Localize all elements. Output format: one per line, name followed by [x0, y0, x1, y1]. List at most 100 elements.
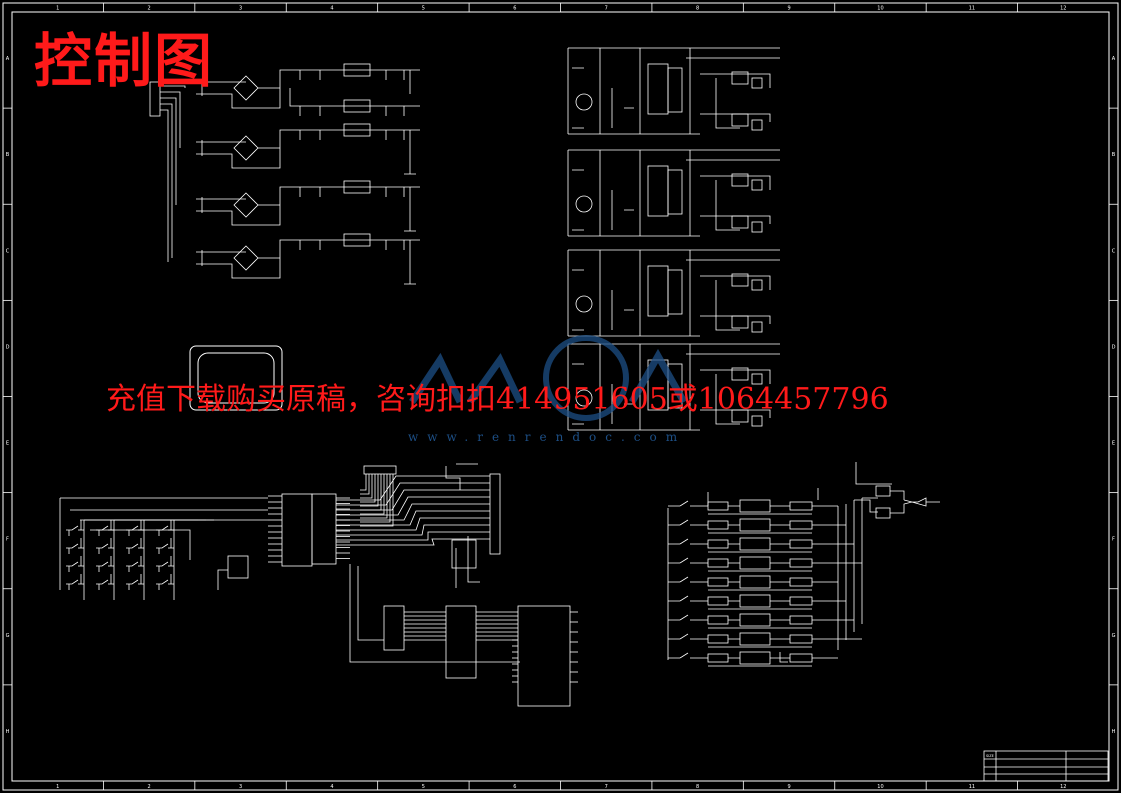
tick-label-top: 11	[969, 6, 975, 12]
h-bridge-chip	[647, 165, 669, 217]
keypad-key	[96, 520, 114, 536]
transformer	[196, 197, 208, 213]
tick-label-bottom: 2	[148, 784, 151, 790]
tick-label-right: G	[1112, 633, 1116, 639]
motor-driver-block	[567, 149, 780, 237]
led	[751, 119, 763, 131]
power-supply-row	[196, 180, 420, 232]
optocoupler	[731, 215, 749, 229]
keypad-key	[96, 538, 114, 554]
optocoupler	[739, 499, 771, 513]
keypad-key	[66, 538, 84, 554]
motor-driver-block	[567, 343, 780, 431]
tick-label-top: 8	[696, 6, 699, 12]
keypad-key	[156, 574, 174, 590]
power-connector	[149, 81, 161, 117]
motor-driver-block	[567, 47, 780, 135]
driver-chip	[667, 169, 683, 215]
led	[751, 415, 763, 427]
tick-label-left: D	[6, 344, 10, 350]
bridge-rectifier	[233, 135, 259, 161]
tick-label-top: 4	[330, 6, 333, 12]
tick-label-top: 5	[422, 6, 425, 12]
eeprom-chip	[383, 605, 405, 651]
tick-label-right: E	[1112, 441, 1115, 447]
bus-wire	[336, 538, 490, 546]
tick-label-left: G	[6, 633, 10, 639]
optocoupler	[739, 556, 771, 570]
optocoupler	[731, 367, 749, 381]
tick-label-bottom: 4	[330, 784, 333, 790]
keypad-key	[66, 556, 84, 572]
optocoupler	[731, 173, 749, 187]
watermark-logo	[409, 335, 688, 421]
keypad-key	[126, 520, 144, 536]
mcu-chip	[281, 493, 313, 567]
tick-label-right: B	[1112, 152, 1116, 158]
optocoupler-row	[668, 556, 862, 572]
title-block	[983, 750, 1109, 782]
tick-label-bottom: 6	[513, 784, 516, 790]
optocoupler	[731, 409, 749, 423]
optocoupler	[731, 273, 749, 287]
optocoupler	[739, 575, 771, 589]
power-supply-row	[196, 233, 420, 285]
resistor	[789, 520, 813, 530]
tick-label-left: H	[6, 729, 10, 735]
bridge-rectifier	[233, 75, 259, 101]
driver-chip	[667, 67, 683, 113]
optocoupler-row	[668, 632, 862, 648]
header-wire	[360, 474, 379, 507]
resistor	[707, 577, 729, 587]
motor-symbol	[575, 389, 593, 407]
optocoupler-row	[668, 613, 854, 629]
power-supply-section	[149, 63, 420, 285]
keypad-key	[156, 556, 174, 572]
optocoupler	[739, 632, 771, 646]
regulator	[343, 233, 371, 247]
tick-label-bottom: 1	[56, 784, 59, 790]
bus-wire	[336, 503, 490, 521]
tick-label-bottom: 5	[422, 784, 425, 790]
optocoupler	[731, 71, 749, 85]
optocoupler	[739, 651, 771, 665]
led	[751, 279, 763, 291]
decoder-chip	[445, 605, 477, 679]
keypad-key	[66, 520, 84, 536]
tick-label-right: H	[1112, 729, 1116, 735]
tick-label-right: C	[1112, 248, 1116, 254]
header-wire	[360, 474, 385, 515]
header-wire	[360, 474, 367, 491]
keypad-key	[126, 556, 144, 572]
tick-label-bottom: 12	[1060, 784, 1066, 790]
tick-label-left: A	[6, 56, 10, 62]
tick-label-left: B	[6, 152, 10, 158]
header-wire	[360, 474, 370, 495]
tick-label-bottom: 3	[239, 784, 242, 790]
header-wire	[360, 474, 373, 499]
bus-wire	[336, 475, 490, 501]
bus-wire	[336, 510, 490, 526]
resistor	[707, 653, 729, 663]
header-wire	[360, 474, 391, 523]
tick-label-right: A	[1112, 56, 1116, 62]
power-supply-row	[196, 123, 420, 175]
header-wire	[360, 474, 388, 519]
tick-label-top: 10	[877, 6, 883, 12]
resistor	[707, 539, 729, 549]
keypad-key	[126, 574, 144, 590]
keypad-key	[156, 520, 174, 536]
optocoupler	[731, 315, 749, 329]
regulator	[343, 123, 371, 137]
mcu-bus-section	[268, 463, 578, 707]
tick-label-right: D	[1112, 344, 1116, 350]
bridge-rectifier	[233, 245, 259, 271]
motor-driver-section	[567, 47, 780, 431]
drawing-title: 控制图	[34, 27, 215, 95]
regulator	[343, 180, 371, 194]
bus-connector	[489, 473, 501, 555]
keypad-matrix-section	[59, 497, 268, 600]
optocoupler-row	[668, 499, 838, 515]
